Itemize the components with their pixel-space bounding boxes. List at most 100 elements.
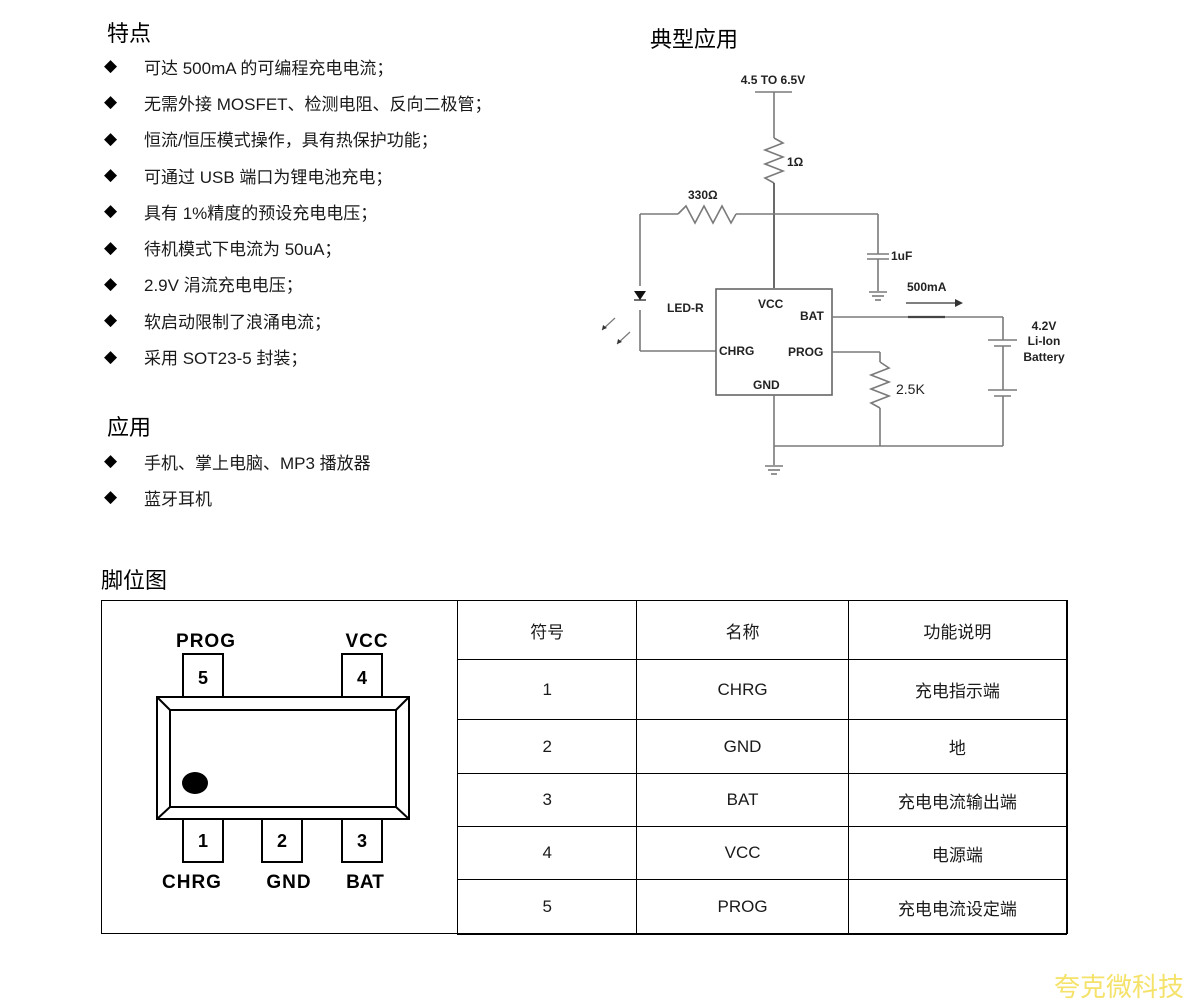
feature-item: ◆ 可达 500mA 的可编程充电电流； <box>104 48 492 84</box>
pinout-box: 5 4 PROG VCC 1 2 3 CHRG GND BAT 符号 名称 功能… <box>101 600 1068 935</box>
feature-item: ◆ 具有 1%精度的预设充电电压； <box>104 193 492 229</box>
pin-number: 1 <box>198 831 208 851</box>
cap-label: 1uF <box>891 249 912 263</box>
cell: 电源端 <box>847 826 1068 880</box>
table-row: 2 GND 地 <box>456 719 1068 774</box>
cell: BAT <box>636 773 849 827</box>
package-diagram: 5 4 PROG VCC 1 2 3 CHRG GND BAT <box>102 601 458 933</box>
pin-name: BAT <box>346 872 384 893</box>
features-list: ◆ 可达 500mA 的可编程充电电流； ◆ 无需外接 MOSFET、检测电阻、反向… <box>104 48 492 375</box>
led-diode-icon <box>634 291 646 300</box>
supply-label: 4.5 TO 6.5V <box>741 73 805 87</box>
diamond-bullet-icon: ◆ <box>104 237 118 257</box>
pin-4-lead <box>341 653 383 698</box>
pin-name: CHRG <box>162 872 222 893</box>
feature-text: 恒流/恒压模式操作，具有热保护功能； <box>144 131 438 151</box>
battery-word-label: Battery <box>1023 350 1065 364</box>
diamond-bullet-icon: ◆ <box>104 273 118 293</box>
diamond-bullet-icon: ◆ <box>104 487 118 507</box>
diamond-bullet-icon: ◆ <box>104 310 118 330</box>
diamond-bullet-icon: ◆ <box>104 56 118 76</box>
r1-label: 1Ω <box>787 155 804 169</box>
cell: 3 <box>456 773 638 827</box>
pin-bat-label: BAT <box>800 309 824 323</box>
diamond-bullet-icon: ◆ <box>104 346 118 366</box>
features-heading: 特点 <box>107 22 152 47</box>
typical-application-schematic: 4.5 TO 6.5V 1Ω 330Ω 1uF 500mA LED-R VCC … <box>601 73 1065 475</box>
feature-text: 可达 500mA 的可编程充电电流； <box>144 58 394 78</box>
typical-application-heading: 典型应用 <box>650 28 739 53</box>
watermark: 夸克微科技 <box>1053 973 1184 1003</box>
table-row: 5 PROG 充电电流设定端 <box>456 879 1068 935</box>
battery-type-label: Li-Ion <box>1028 334 1061 348</box>
application-text: 蓝牙耳机 <box>144 489 212 509</box>
led-label: LED-R <box>667 301 704 315</box>
feature-text: 可通过 USB 端口为锂电池充电； <box>144 167 393 187</box>
diamond-bullet-icon: ◆ <box>104 92 118 112</box>
header-cell: 名称 <box>636 600 849 660</box>
feature-item: ◆ 2.9V 涓流充电电压； <box>104 266 492 302</box>
pin-prog-label: PROG <box>788 345 823 359</box>
cell: 充电电流设定端 <box>847 879 1068 935</box>
feature-text: 无需外接 MOSFET、检测电阻、反向二极管； <box>144 94 492 114</box>
cell: 充电电流输出端 <box>847 773 1068 827</box>
applications-heading: 应用 <box>107 416 152 441</box>
pin-name: VCC <box>345 631 388 652</box>
diamond-bullet-icon: ◆ <box>104 201 118 221</box>
feature-text: 软启动限制了浪涌电流； <box>144 312 331 332</box>
pin-number: 3 <box>357 831 367 851</box>
application-text: 手机、掌上电脑、MP3 播放器 <box>144 453 371 473</box>
application-item: ◆ 蓝牙耳机 <box>104 479 371 515</box>
applications-list: ◆ 手机、掌上电脑、MP3 播放器 ◆ 蓝牙耳机 <box>104 443 371 516</box>
pin-function-table: 符号 名称 功能说明 1 CHRG 充电指示端 2 GND 地 3 BAT 充电… <box>456 600 1068 935</box>
cell: 充电指示端 <box>847 659 1068 720</box>
feature-item: ◆ 待机模式下电流为 50uA； <box>104 229 492 265</box>
resistor-1ohm <box>762 137 786 184</box>
table-row: 4 VCC 电源端 <box>456 826 1068 880</box>
cell: 2 <box>456 719 638 774</box>
cell: 4 <box>456 826 638 880</box>
application-item: ◆ 手机、掌上电脑、MP3 播放器 <box>104 443 371 479</box>
pinout-heading: 脚位图 <box>101 569 168 594</box>
feature-text: 2.9V 涓流充电电压； <box>144 276 303 296</box>
resistor-prog <box>868 361 892 409</box>
r2-label: 330Ω <box>688 188 718 202</box>
feature-item: ◆ 恒流/恒压模式操作，具有热保护功能； <box>104 121 492 157</box>
feature-item: ◆ 无需外接 MOSFET、检测电阻、反向二极管； <box>104 84 492 120</box>
cell: 地 <box>847 719 1068 774</box>
pin-name: GND <box>266 872 311 893</box>
diamond-bullet-icon: ◆ <box>104 128 118 148</box>
pin-number: 5 <box>198 668 208 688</box>
table-row: 3 BAT 充电电流输出端 <box>456 773 1068 827</box>
pin-name: PROG <box>176 631 236 652</box>
pin-1-lead <box>182 818 224 863</box>
table-row: 1 CHRG 充电指示端 <box>456 659 1068 720</box>
pin-number: 2 <box>277 831 287 851</box>
feature-item: ◆ 可通过 USB 端口为锂电池充电； <box>104 157 492 193</box>
resistor-330ohm <box>677 204 737 225</box>
feature-item: ◆ 采用 SOT23-5 封装； <box>104 338 492 374</box>
rprog-label: 2.5K <box>896 381 925 397</box>
battery-voltage-label: 4.2V <box>1032 319 1057 333</box>
feature-text: 待机模式下电流为 50uA； <box>144 240 342 260</box>
header-cell: 符号 <box>456 600 638 660</box>
cell: 1 <box>456 659 638 720</box>
cell: PROG <box>636 879 849 935</box>
cell: CHRG <box>636 659 849 720</box>
cell: 5 <box>456 879 638 935</box>
feature-item: ◆ 软启动限制了浪涌电流； <box>104 302 492 338</box>
current-label: 500mA <box>907 280 947 294</box>
feature-text: 采用 SOT23-5 封装； <box>144 349 308 369</box>
pin-gnd-label: GND <box>753 378 780 392</box>
arrow-head-icon <box>955 299 963 307</box>
table-header-row: 符号 名称 功能说明 <box>456 600 1068 660</box>
pin1-dot-icon <box>182 772 208 794</box>
feature-text: 具有 1%精度的预设充电电压； <box>144 203 378 223</box>
pin-vcc-label: VCC <box>758 297 784 311</box>
diamond-bullet-icon: ◆ <box>104 451 118 471</box>
cell: GND <box>636 719 849 774</box>
cell: VCC <box>636 826 849 880</box>
pin-5-lead <box>182 653 224 698</box>
header-cell: 功能说明 <box>847 600 1068 660</box>
diamond-bullet-icon: ◆ <box>104 165 118 185</box>
